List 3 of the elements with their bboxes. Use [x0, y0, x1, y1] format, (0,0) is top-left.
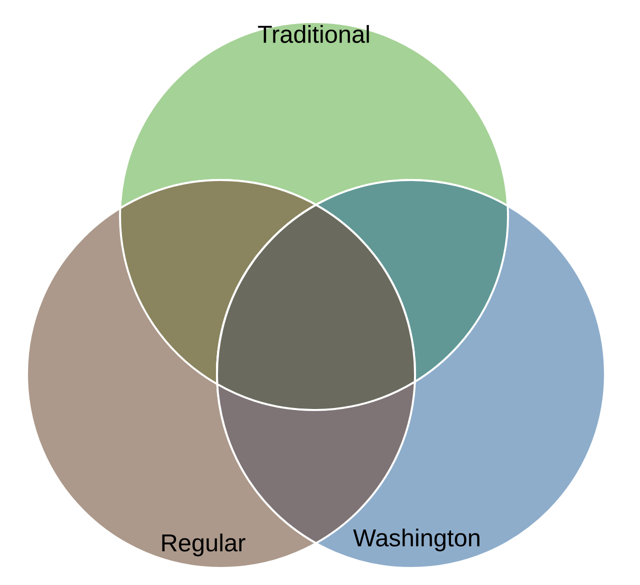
set-label: Traditional [258, 25, 369, 43]
set-label: Regular [162, 534, 246, 556]
set-label: Washington [353, 528, 480, 552]
